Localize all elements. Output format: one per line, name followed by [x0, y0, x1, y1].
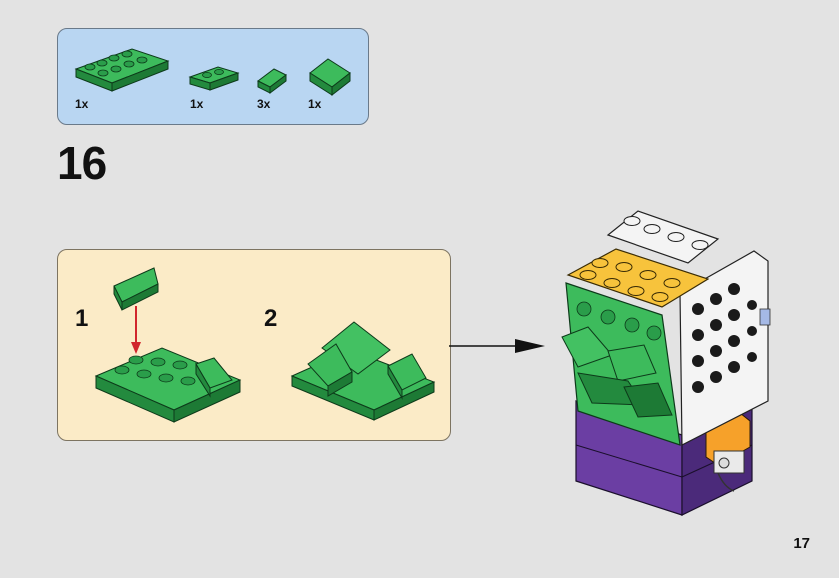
page-number: 17	[793, 535, 810, 552]
part-qty: 1x	[190, 97, 204, 111]
green-plate-2x4-icon	[74, 48, 170, 92]
substep-1-illustration	[94, 267, 242, 423]
substep-number: 2	[264, 305, 278, 332]
step-number: 16	[57, 137, 107, 189]
substep-2-illustration	[290, 321, 436, 421]
part-qty: 1x	[75, 97, 89, 111]
green-slope-large-icon	[309, 58, 351, 97]
substep-number: 1	[75, 305, 89, 332]
part-qty: 1x	[308, 97, 322, 111]
subassembly-callout: 1 2	[57, 249, 451, 441]
green-slope-small-icon	[257, 68, 287, 94]
part-qty: 3x	[257, 97, 271, 111]
parts-list-callout: 1x 1x 3x 1x	[57, 28, 369, 125]
connector-arrow	[449, 339, 545, 353]
brickheadz-model-illustration	[561, 210, 771, 516]
green-plate-1x2-icon	[188, 66, 240, 91]
